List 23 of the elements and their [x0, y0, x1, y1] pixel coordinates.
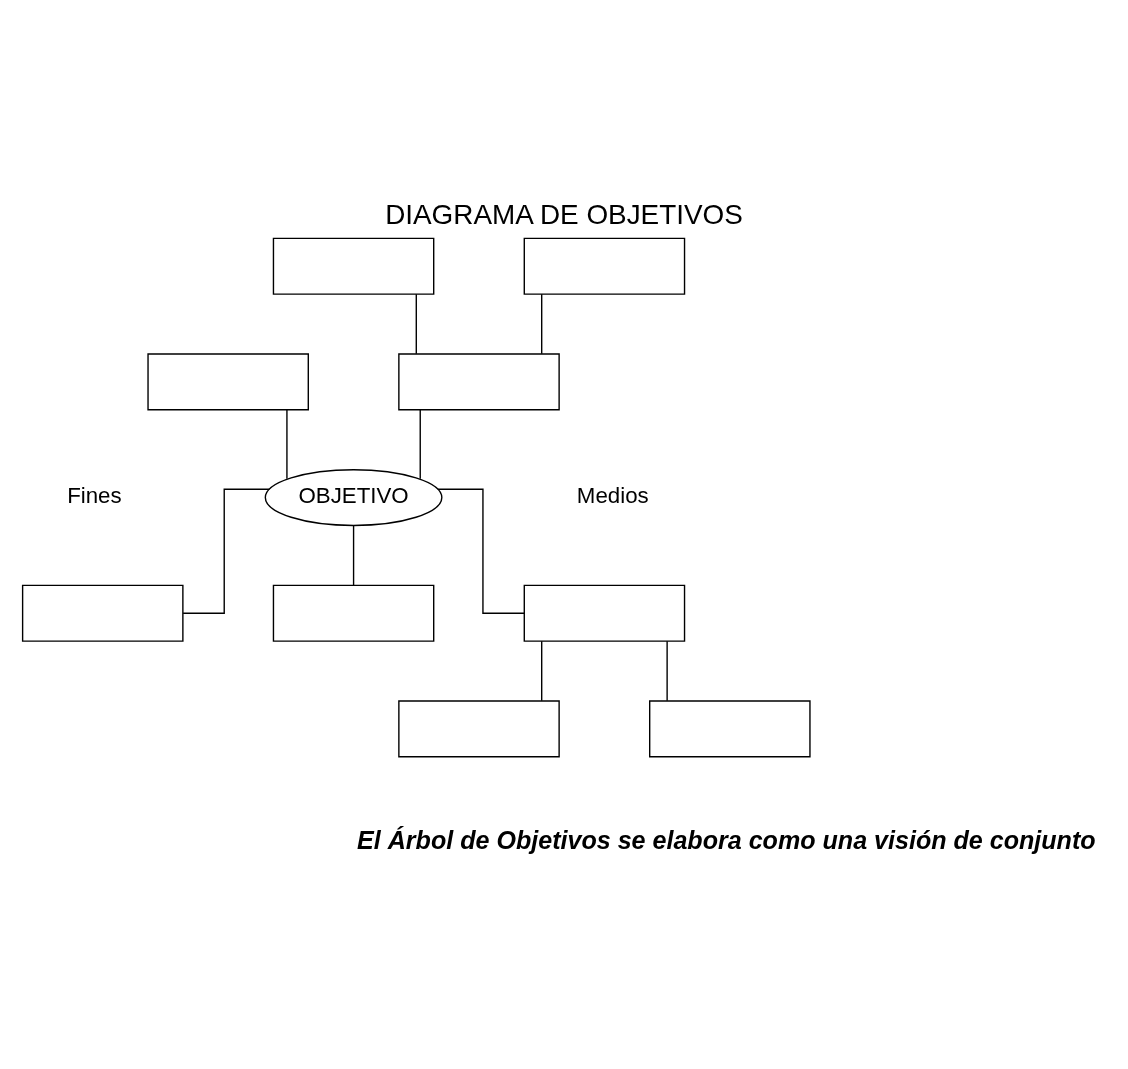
- label: Fines: [67, 482, 122, 508]
- connector: [182, 488, 271, 614]
- node-ellipse: OBJETIVO: [264, 469, 443, 527]
- connector: [541, 640, 543, 702]
- node-box: [523, 237, 686, 295]
- node-box: [523, 584, 686, 642]
- node-box: [272, 584, 435, 642]
- node-box: [21, 584, 184, 642]
- connector: [666, 640, 668, 702]
- node-box: [272, 237, 435, 295]
- caption: El Árbol de Objetivos se elabora como una visión de conjunto: [357, 826, 1096, 855]
- node-box: [649, 700, 811, 758]
- connector: [415, 293, 417, 355]
- diagram-title: DIAGRAMA DE OBJETIVOS: [385, 199, 743, 231]
- connector: [419, 409, 421, 480]
- connector: [352, 524, 355, 586]
- connector: [286, 409, 288, 480]
- connector: [541, 293, 543, 355]
- node-box: [398, 700, 560, 758]
- node-box: [147, 353, 309, 411]
- connector: [437, 488, 525, 614]
- label: Medios: [576, 482, 649, 508]
- node-box: [398, 353, 560, 411]
